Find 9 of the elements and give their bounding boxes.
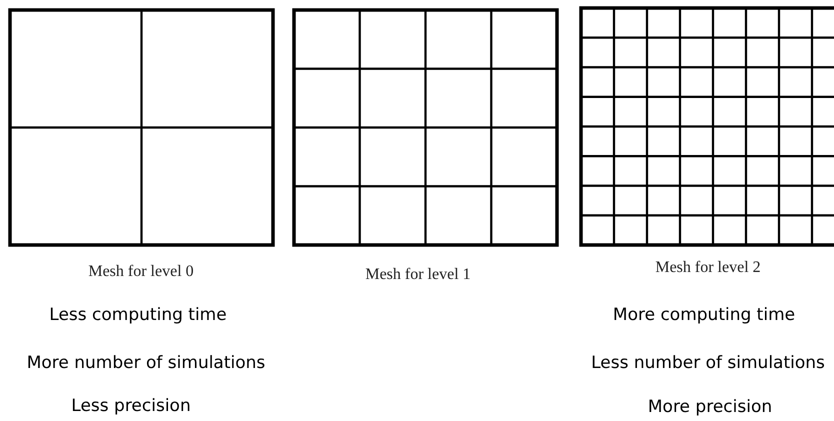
note-text: Less number of simulations [591,353,825,373]
note-text: More computing time [612,305,796,325]
note-text: More precision [648,397,772,417]
mesh-caption: Mesh for level 2 [655,259,761,277]
note-text: Less computing time [49,305,227,325]
note-text: Less precision [71,396,191,416]
note-text: More number of simulations [26,353,266,373]
mesh-caption: Mesh for level 1 [365,266,471,284]
mesh-caption: Mesh for level 0 [88,263,194,281]
